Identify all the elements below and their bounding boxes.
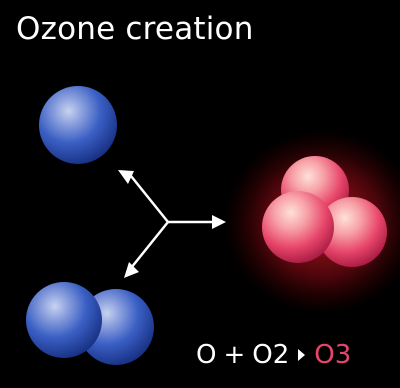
triangle-right-icon xyxy=(298,349,306,361)
ozone-atom-right xyxy=(317,197,387,267)
ozone-atom-left xyxy=(262,191,334,263)
reaction-equation: O + O2 O3 xyxy=(196,342,351,368)
converging-arrow-icon xyxy=(118,170,226,278)
diagram-title: Ozone creation xyxy=(16,11,254,47)
equation-reactant-o2: O2 xyxy=(252,340,290,370)
oxygen-molecule-atom-left xyxy=(26,282,102,358)
equation-plus-sign: + xyxy=(223,340,246,370)
equation-reactant-oxygen: O xyxy=(196,340,217,370)
oxygen-atom-single xyxy=(39,86,117,164)
equation-product-ozone: O3 xyxy=(314,340,352,370)
